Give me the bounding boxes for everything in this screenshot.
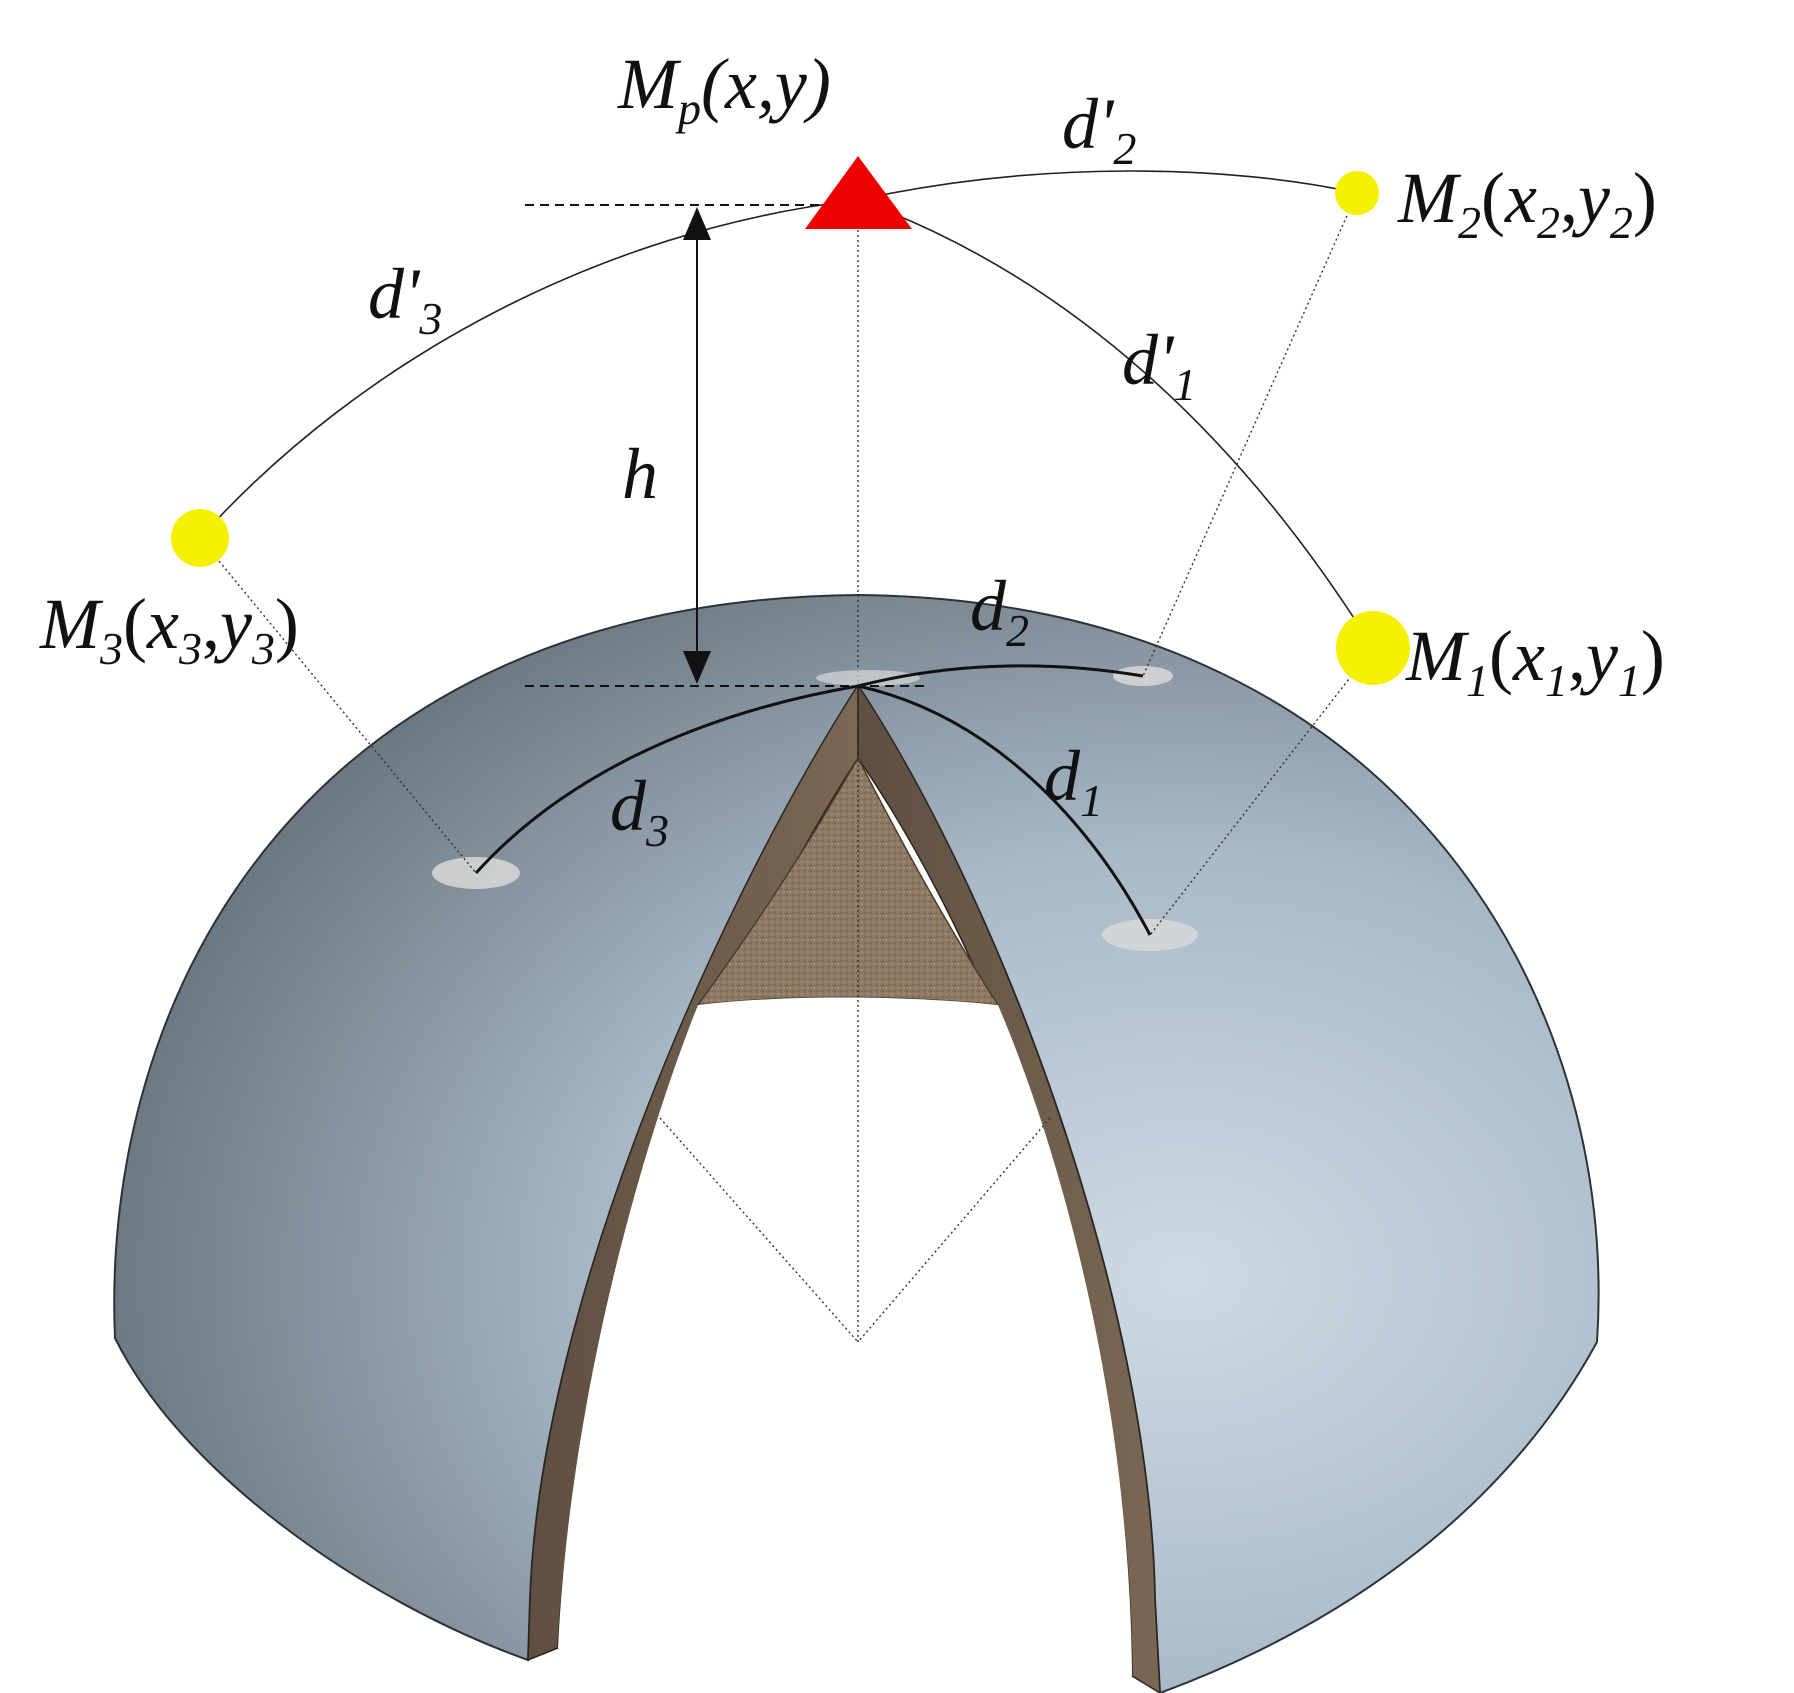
upper-arc-d2 (857, 170, 1358, 201)
upper-arc-d2-label: d'2 (1062, 84, 1136, 174)
interior-cavity (558, 997, 1132, 1676)
surface-arc-d2 (857, 664, 1144, 688)
station3-circle-icon (171, 509, 229, 567)
station2-circle-icon (1335, 171, 1379, 215)
height-label: h (622, 434, 658, 514)
upper-arc-d1 (857, 199, 1374, 649)
platform-triangle-icon (805, 156, 912, 229)
platform-label: Mp(x,y) (617, 44, 831, 134)
station1-label: M1(x1,y1) (1405, 616, 1665, 706)
height-indicator (525, 204, 925, 687)
surface-arc-d1 (857, 684, 1152, 936)
upper-arc-d1-label: d'1 (1122, 320, 1196, 410)
upper-arc-d3-label: d'3 (368, 254, 442, 344)
upper-arc-d3 (199, 199, 859, 539)
station2-label: M2(x2,y2) (1397, 158, 1657, 248)
station1-circle-icon (1336, 611, 1410, 685)
interior-construction-lines (659, 200, 1051, 1343)
surface-arc-d1-label: d1 (1044, 736, 1103, 826)
projection-lines (199, 192, 1374, 936)
surface-arc-d3-label: d3 (610, 766, 669, 856)
surface-arc-d3 (474, 684, 859, 875)
origin-footprint (816, 670, 920, 686)
station3-label: M3(x3,y3) (39, 584, 299, 674)
surface-arc-d2-label: d2 (970, 566, 1029, 656)
